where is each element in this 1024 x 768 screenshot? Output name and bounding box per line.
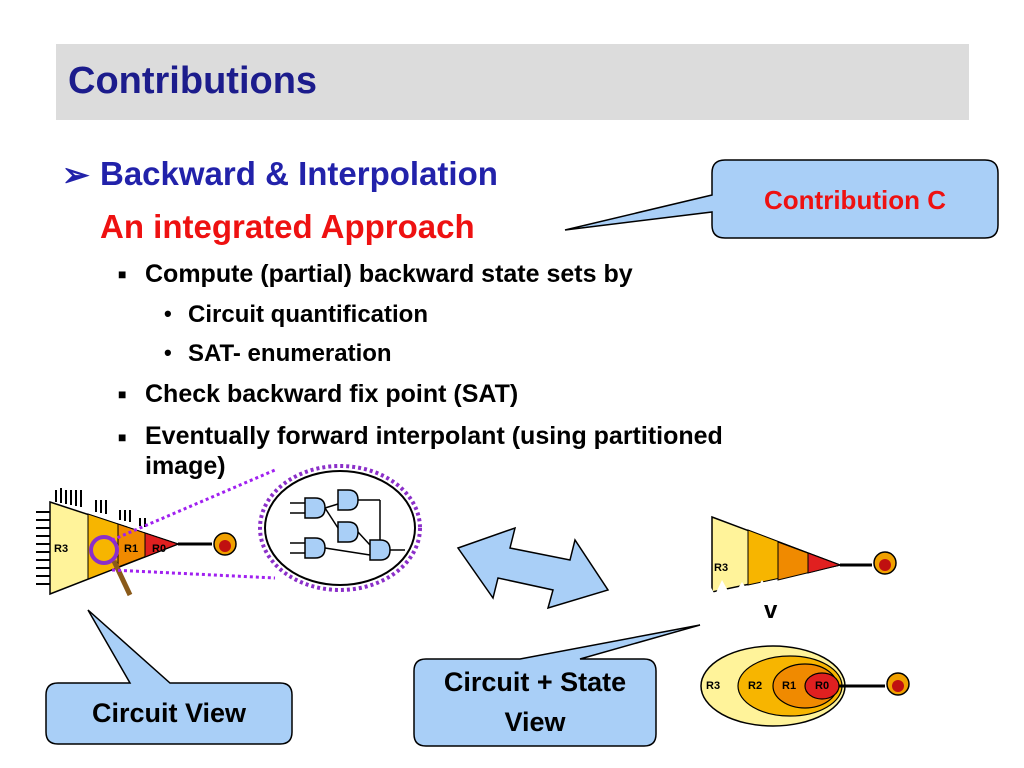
list-item: Eventually forward interpolant (using pa… [145,422,723,450]
nested-state-ellipses [700,645,910,727]
list-item: Check backward fix point (SAT) [145,380,519,408]
gate-zoom-ellipse [258,464,422,592]
circuit-state-callout [413,624,701,747]
dot-bullet-icon: • [164,301,172,326]
main-bullet-text: Backward & Interpolation [100,155,498,192]
r3-label: R3 [54,543,69,555]
circuit-state-text-line1: Circuit + State [443,667,627,697]
circuit-view-callout [45,609,293,745]
sub-list-item: Circuit quantification [188,301,428,328]
r1-label: R1 [124,543,139,555]
or-symbol: v [764,597,778,624]
right-cone-diagram [706,515,897,610]
r2-label: R2 [748,680,763,692]
dot-bullet-icon: • [164,340,172,365]
r3-label: R3 [714,562,729,574]
circuit-state-text-line2: View [504,707,566,737]
circuit-view-text: Circuit View [91,698,247,728]
r1-label: R1 [782,680,797,692]
contribution-callout-text: Contribution C [764,185,946,215]
circuit-cone-diagram [36,468,276,597]
list-item-continuation: image) [145,452,226,480]
contribution-callout [564,159,999,239]
main-bullet-subtitle: An integrated Approach [100,208,475,245]
title-bar: Contributions [56,44,969,120]
r3-label: R3 [706,680,721,692]
r0-label: R0 [815,680,830,692]
arrow-bullet-icon: ➢ [62,156,90,193]
square-bullet-icon: ■ [118,266,127,282]
double-arrow-icon [456,526,610,610]
square-bullet-icon: ■ [118,386,127,402]
list-item: Compute (partial) backward state sets by [145,260,633,288]
r0-label: R0 [152,543,167,555]
sub-list-item: SAT- enumeration [188,340,392,367]
square-bullet-icon: ■ [118,429,127,445]
slide-title: Contributions [68,60,318,102]
